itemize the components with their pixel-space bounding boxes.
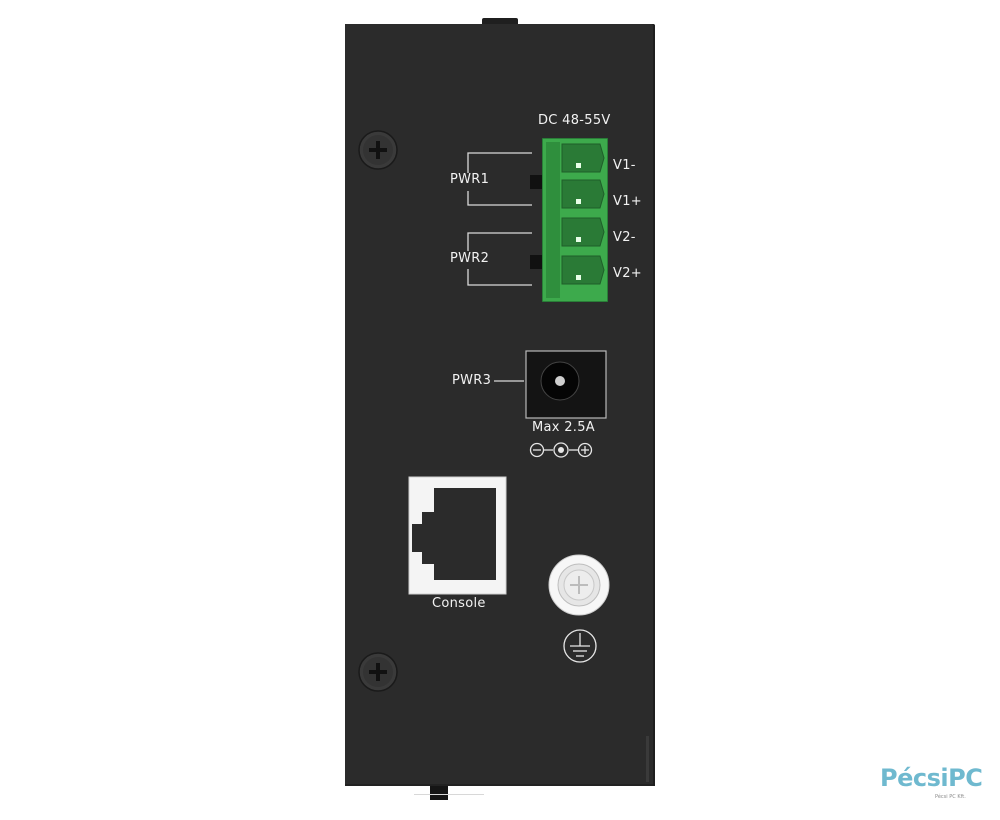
rj45-port-icon[interactable] xyxy=(408,476,508,596)
watermark-brand: PécsiPC xyxy=(880,764,983,792)
terminal-block[interactable] xyxy=(542,138,608,302)
ground-icon xyxy=(563,629,597,663)
ground-screw-icon xyxy=(548,554,610,616)
dc-voltage-label: DC 48-55V xyxy=(538,113,611,128)
v1-plus-label: V1+ xyxy=(613,194,642,209)
v2-minus-label: V2- xyxy=(613,230,636,245)
v2-plus-label: V2+ xyxy=(613,266,642,281)
pwr2-label: PWR2 xyxy=(450,251,490,266)
din-rail-clip xyxy=(414,786,484,800)
panel-edge-notch xyxy=(646,736,649,782)
pwr3-label: PWR3 xyxy=(452,373,492,388)
screw-icon xyxy=(358,652,398,692)
console-label: Console xyxy=(432,596,486,611)
dc-jack[interactable] xyxy=(494,350,608,420)
power-bracket-lines xyxy=(467,152,542,286)
watermark-tagline: Pécsi PC Kft. xyxy=(935,794,966,800)
v1-minus-label: V1- xyxy=(613,158,636,173)
pwr1-label: PWR1 xyxy=(450,172,490,187)
max-current-label: Max 2.5A xyxy=(532,420,595,435)
screw-icon xyxy=(358,130,398,170)
panel-top-tab xyxy=(482,18,518,25)
dc-polarity-icon xyxy=(529,442,593,458)
